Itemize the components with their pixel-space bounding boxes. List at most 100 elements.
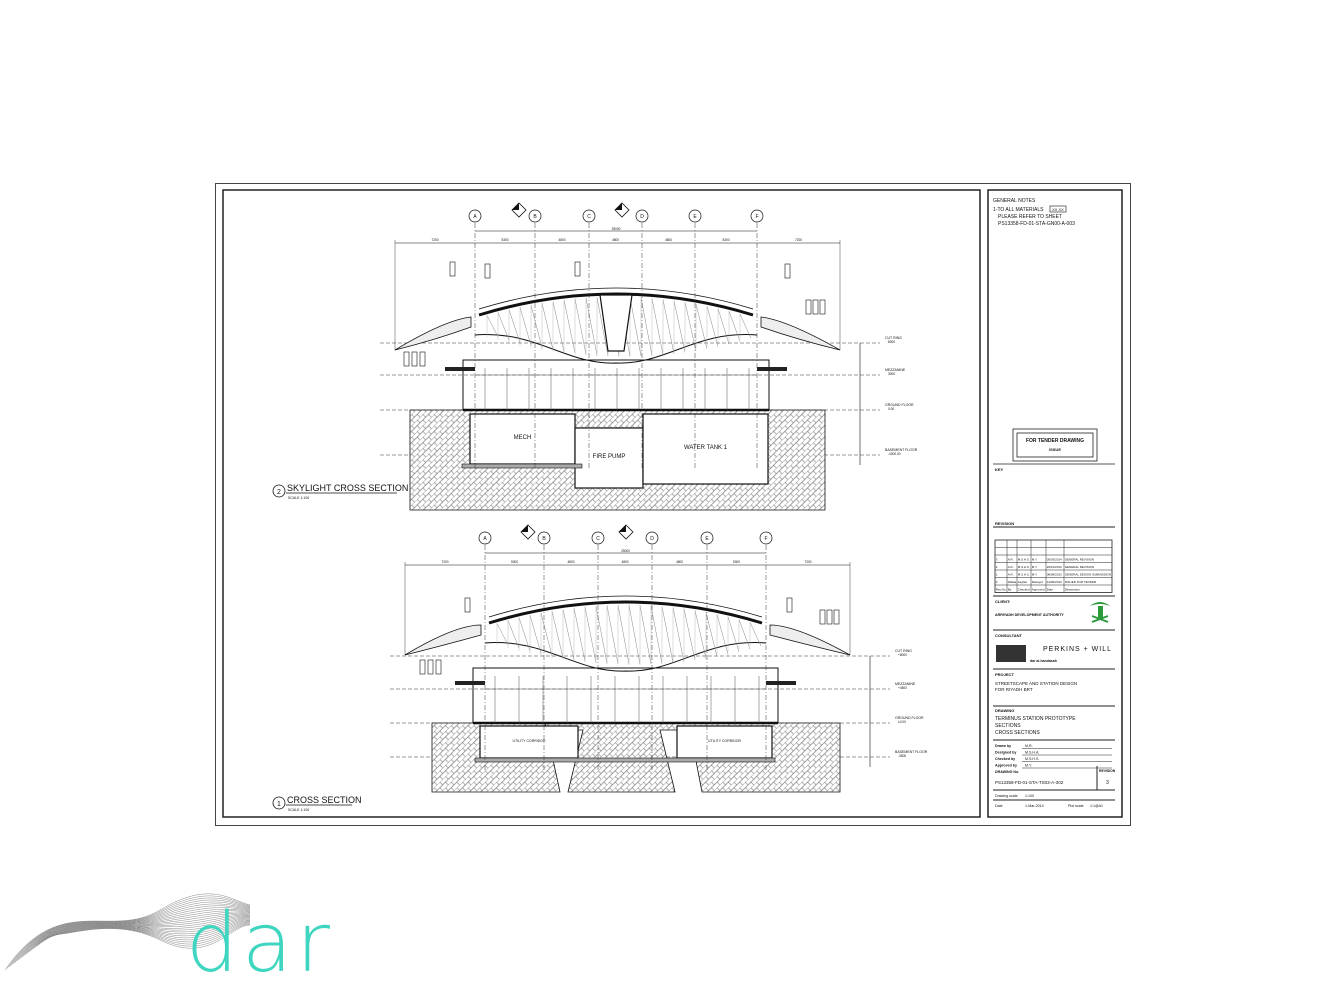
level-value: -4000.00 — [888, 452, 901, 456]
dimension-text: 5300 — [501, 238, 508, 242]
grid-label: E — [705, 536, 709, 542]
level-name: CUT RING — [885, 336, 902, 340]
truss-member — [628, 604, 641, 665]
truss-member — [629, 297, 642, 357]
ceiling-soffit — [484, 642, 767, 672]
dar-logo: dar — [186, 896, 335, 991]
revision-label: REVISION — [995, 521, 1014, 526]
signoff-value: M.S.H.A. — [1025, 751, 1039, 755]
roof-shell — [478, 292, 754, 317]
level-name: MEZZANINE — [895, 682, 916, 686]
client-label: CLIENT: — [995, 599, 1010, 604]
truss-member — [530, 304, 543, 348]
grid-bubble — [591, 531, 605, 545]
grid-bubble — [468, 209, 482, 223]
level-name: BASEMENT FLOOR — [885, 448, 918, 452]
roof-shell — [488, 600, 763, 625]
annotation-tag — [484, 263, 491, 279]
level-value: ±0.00 — [898, 720, 906, 724]
truss-member — [661, 606, 674, 663]
section-title: SKYLIGHT CROSS SECTION — [287, 483, 408, 493]
grid-label: F — [755, 214, 758, 220]
truss-member — [595, 605, 608, 664]
truss-member — [596, 297, 609, 357]
room-label: UTILITY CORRIDOR — [708, 739, 741, 743]
signoff-value: M.Y. — [1025, 764, 1032, 768]
grid-bubble — [688, 209, 702, 223]
truss-member — [541, 303, 554, 351]
grid-bubble — [582, 209, 596, 223]
roof-canopy-right — [760, 316, 841, 351]
annotation-tag — [464, 597, 471, 613]
annotation-tag — [786, 597, 793, 613]
wave-graphic — [4, 893, 251, 971]
revision-cell: 3 — [996, 558, 998, 562]
dimension-text: 4800 — [676, 560, 683, 564]
level-name: GROUND FLOOR — [895, 716, 924, 720]
section-marker-arrow — [615, 203, 622, 210]
dimension-text: 7200 — [441, 560, 448, 564]
dimension-text: 7200 — [804, 560, 811, 564]
mezzanine-slab — [757, 367, 787, 371]
roof-canopy-left — [394, 316, 472, 351]
section-marker-arrow — [619, 525, 626, 532]
annotation-tag — [403, 351, 410, 367]
truss-member — [552, 301, 565, 352]
wave-line — [34, 916, 251, 948]
grid-label: B — [533, 214, 537, 220]
revision-cell: Description — [1065, 588, 1080, 592]
title-block-border — [987, 189, 1123, 818]
wave-line — [4, 893, 251, 971]
perkins-will-logo: PERKINS + WILL — [1043, 646, 1112, 653]
truss-member — [563, 299, 576, 354]
overall-dimension: 25000 — [621, 549, 630, 553]
truss-member — [518, 617, 531, 652]
dimension-text: 4800 — [612, 238, 619, 242]
general-notes-title: GENERAL NOTES — [993, 198, 1036, 204]
truss-member — [562, 609, 575, 660]
revision-cell: M.S.H.S. — [1018, 558, 1030, 562]
truss-member — [639, 605, 652, 665]
truss-member — [617, 605, 630, 665]
building-envelope — [462, 359, 770, 411]
consultant-label: CONSULTANT — [995, 633, 1023, 638]
level-value: 3000 — [888, 372, 895, 376]
truss-member — [695, 304, 708, 349]
truss-member — [706, 306, 719, 347]
grid-label: A — [483, 536, 487, 542]
revision-cell: GENERAL REVISION — [1065, 565, 1094, 569]
dar-consultant-logo — [996, 645, 1026, 662]
truss-member — [662, 299, 675, 354]
revision-number: 3 — [1106, 780, 1109, 786]
overall-dimension: 25000 — [612, 227, 621, 231]
truss-member — [738, 619, 751, 650]
revision-cell: 05/03/2014 — [1047, 558, 1062, 562]
section-scale: SCALE 1:100 — [288, 808, 309, 812]
truss-member — [705, 612, 718, 657]
revision-cell: GENERAL REVISION — [1065, 558, 1094, 562]
basement-room — [479, 725, 579, 759]
truss-member — [728, 311, 741, 342]
revision-cell: 1 — [996, 573, 998, 577]
drawing-title: CROSS SECTIONS — [995, 730, 1040, 736]
level-name: BASEMENT FLOOR — [895, 750, 928, 754]
truss-member — [508, 309, 521, 344]
annotation-tag — [833, 609, 840, 625]
consultant-name: dar al-handasah — [1030, 659, 1057, 663]
truss-member — [684, 302, 697, 351]
drawing-number-label: DRAWING No. — [995, 770, 1019, 774]
grid-bubble — [759, 531, 773, 545]
wave-line — [20, 908, 251, 959]
revision-cell: M.Y. — [1032, 558, 1038, 562]
annotation-tag — [435, 659, 442, 675]
general-notes: GENERAL NOTES 1-TO ALL MATERIALS XX.XX P… — [993, 198, 1075, 227]
truss-member — [672, 607, 685, 662]
mezzanine-slab — [455, 681, 485, 685]
room-label: MECH — [514, 435, 532, 441]
dimension-text: 5300 — [511, 560, 518, 564]
scale-value: 1:100 — [1025, 794, 1034, 798]
revision-cell: M.S.H.S. — [1018, 573, 1030, 577]
dimension-text: 7200 — [795, 238, 802, 242]
